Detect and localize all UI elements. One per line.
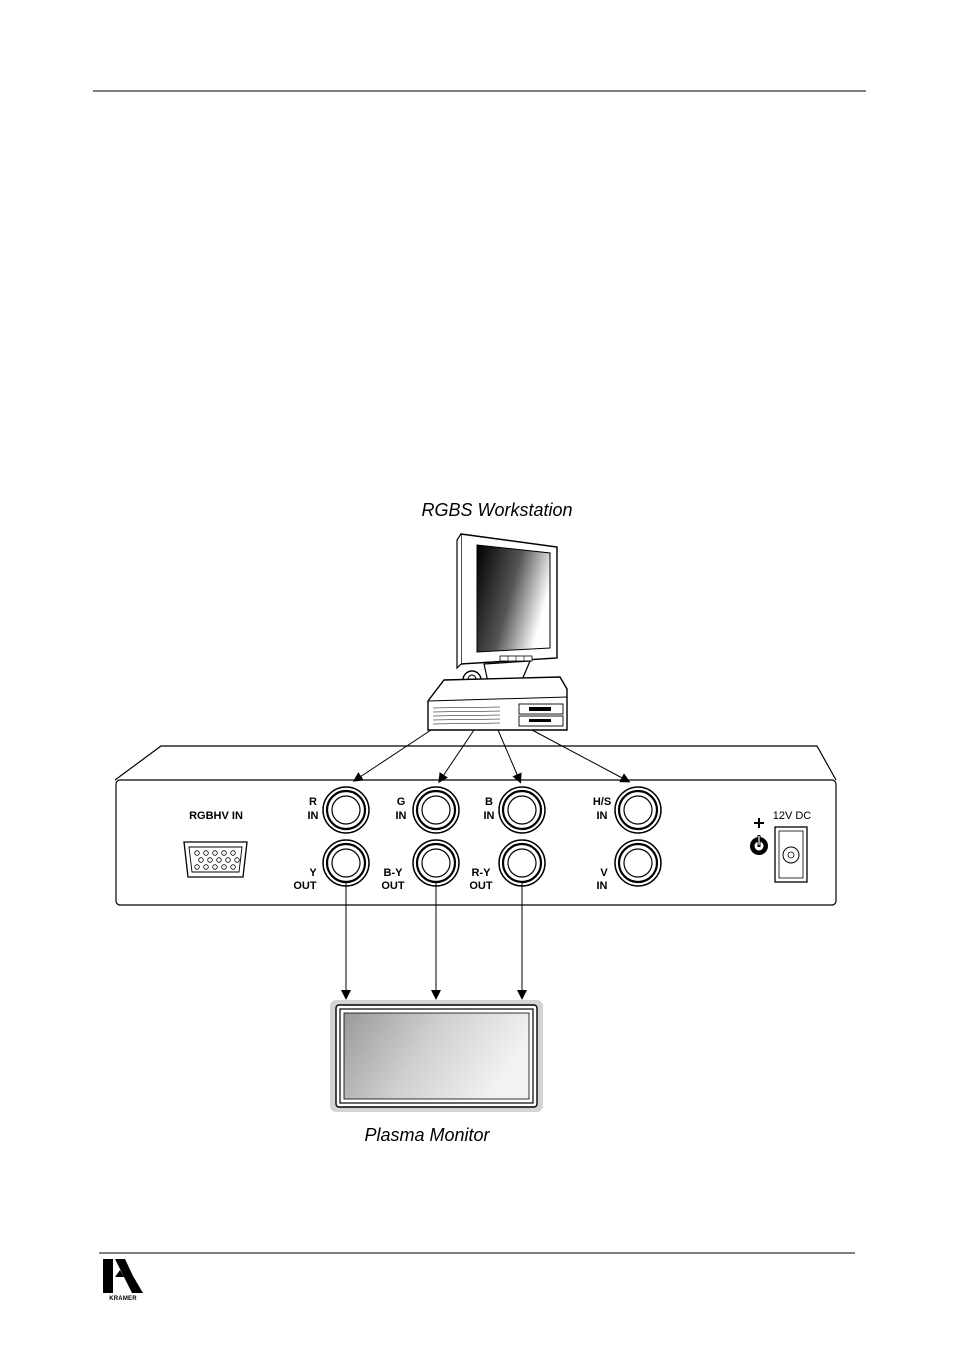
port-label-ry-1: R-Y: [472, 867, 492, 879]
port-label-b-1: B: [485, 796, 493, 808]
port-label-r-1: R: [309, 796, 317, 808]
plasma-monitor-icon: [330, 1000, 543, 1112]
port-label-v-1: V: [600, 867, 608, 879]
port-label-g-1: G: [397, 796, 406, 808]
bnc-g-in[interactable]: [413, 787, 459, 833]
workstation-caption: RGBS Workstation: [421, 500, 572, 520]
bnc-y-out[interactable]: [323, 840, 369, 886]
workstation-icon: [428, 534, 567, 730]
port-label-v-2: IN: [597, 880, 608, 892]
bnc-ry-out[interactable]: [499, 840, 545, 886]
dc-jack[interactable]: [775, 827, 807, 882]
bnc-hs-in[interactable]: [615, 787, 661, 833]
port-label-b-2: IN: [484, 810, 495, 822]
port-label-ry-2: OUT: [469, 880, 493, 892]
port-label-by-2: OUT: [381, 880, 405, 892]
power-label: 12V DC: [773, 810, 812, 822]
kramer-logo: KRAMER: [103, 1259, 143, 1302]
port-label-y-2: OUT: [293, 880, 317, 892]
port-label-hs-2: IN: [597, 810, 608, 822]
bnc-v-in[interactable]: [615, 840, 661, 886]
bnc-by-out[interactable]: [413, 840, 459, 886]
plasma-caption: Plasma Monitor: [364, 1125, 490, 1145]
bnc-b-in[interactable]: [499, 787, 545, 833]
logo-wordmark: KRAMER: [109, 1296, 137, 1302]
bnc-r-in[interactable]: [323, 787, 369, 833]
port-label-y-1: Y: [309, 867, 317, 879]
rgbhv-label: RGBHV IN: [189, 810, 243, 822]
port-label-by-1: B-Y: [384, 867, 404, 879]
port-label-r-2: IN: [308, 810, 319, 822]
rgbhv-connector[interactable]: [184, 842, 247, 877]
port-label-hs-1: H/S: [593, 796, 611, 808]
port-label-g-2: IN: [396, 810, 407, 822]
